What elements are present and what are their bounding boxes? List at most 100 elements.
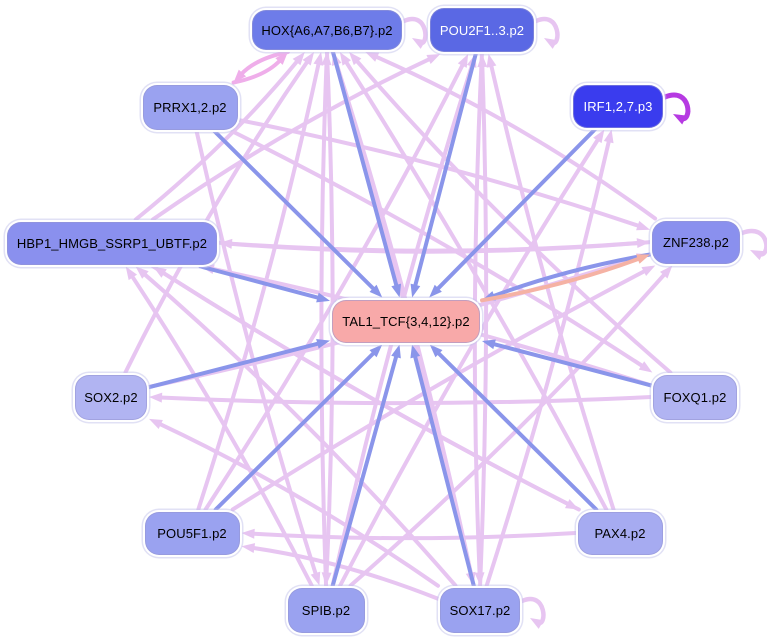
edge-foxq1-sox2-arrowhead <box>149 392 163 403</box>
edge-hbp1-pou2f <box>150 56 433 222</box>
edge-hbp1-pou2f-arrowhead <box>426 54 441 65</box>
graph-node-znf[interactable]: ZNF238.p2 <box>652 220 740 264</box>
edge-pax4-hbp1-arrowhead <box>153 266 167 278</box>
edge-hbp1-tal <box>198 264 322 301</box>
graph-node-tal[interactable]: TAL1_TCF{3,4,12}.p2 <box>332 299 480 343</box>
edge-hox-prrx-arrowhead <box>233 69 247 83</box>
edge-hox-tal <box>330 50 399 289</box>
edge-sox17-tal-arrowhead <box>410 344 421 359</box>
edge-spib-znf-arrowhead <box>659 265 673 279</box>
edge-sox2-hox-arrowhead <box>302 52 315 66</box>
graph-node-foxq1[interactable]: FOXQ1.p2 <box>653 374 737 420</box>
self-loop-sox17 <box>519 596 546 626</box>
edge-sox2-znf-arrowhead <box>636 253 650 263</box>
edge-hox-spib-arrowhead <box>321 572 332 586</box>
edge-hbp1-pax4-arrowhead <box>564 499 579 510</box>
edge-spib-hbp1-arrowhead <box>125 266 138 281</box>
graph-node-irf[interactable]: IRF1,2,7.p3 <box>573 84 663 128</box>
node-label: ZNF238.p2 <box>663 234 729 250</box>
graph-node-pax4[interactable]: PAX4.p2 <box>577 511 663 555</box>
edge-sox17-pou2f <box>478 62 489 588</box>
edge-prrx-spib-arrowhead <box>310 571 321 586</box>
node-label: PAX4.p2 <box>594 525 646 541</box>
edge-pou5f1-tal-arrowhead <box>369 344 383 358</box>
edge-hox-tal-arrowhead <box>391 283 402 298</box>
edge-pou2f-tal <box>412 52 478 289</box>
edge-prrx-tal-arrowhead <box>369 284 383 298</box>
edge-sox2-tal <box>147 341 322 390</box>
edge-znf-hbp1-arrowhead <box>219 238 233 249</box>
edge-irf-tal <box>434 127 597 292</box>
edge-prrx-hox-arrowhead <box>275 52 288 65</box>
node-label: SOX17.p2 <box>449 602 511 618</box>
edge-pax4-pou2f-arrowhead <box>486 54 497 68</box>
edge-pax4-tal <box>435 350 599 512</box>
edge-hbp1-znf-arrowhead <box>636 238 650 249</box>
edge-spib-tal <box>330 353 399 588</box>
edge-pax4-pou5f1-arrowhead <box>241 528 255 539</box>
node-label: SOX2.p2 <box>84 389 138 405</box>
edge-pou5f1-pou2f-arrowhead <box>457 54 469 68</box>
edge-sox17-pou2f-arrowhead <box>477 54 488 68</box>
edge-pou2f-tal-arrowhead <box>410 283 421 298</box>
edge-foxq1-hox-arrowhead <box>349 52 362 66</box>
node-label: HOX{A6,A7,B6,B7}.p2 <box>261 22 393 38</box>
edge-hox-sox17-arrowhead <box>465 571 476 586</box>
edge-pax4-pou5f1 <box>250 531 578 541</box>
edge-znf-hbp1 <box>227 240 652 254</box>
self-loop-hox <box>401 16 428 46</box>
self-loop-sox17-arrowhead <box>530 618 544 629</box>
edge-hbp1-hox-arrowhead <box>292 52 305 66</box>
edge-sox17-hox-arrowhead <box>331 52 342 66</box>
graph-node-pou2f[interactable]: POU2F1..3.p2 <box>430 8 534 52</box>
edge-pax4-tal-arrowhead <box>429 344 443 358</box>
self-loop-hox-arrowhead <box>412 38 426 49</box>
edge-pou5f1-pou2f <box>203 61 466 512</box>
edge-foxq1-hbp1-arrowhead <box>200 264 215 275</box>
graph-node-sox17[interactable]: SOX17.p2 <box>440 587 520 633</box>
self-loop-pou2f-arrowhead <box>544 38 558 49</box>
edge-znf-hox <box>373 54 658 221</box>
edge-prrx-znf <box>237 118 642 229</box>
edge-sox17-sox2-arrowhead <box>149 418 163 429</box>
edge-prrx-spib <box>194 129 319 578</box>
edge-tal-znf-arrowhead <box>636 254 650 264</box>
node-label: HBP1_HMGB_SSRP1_UBTF.p2 <box>16 235 208 251</box>
edge-foxq1-tal <box>490 341 653 388</box>
self-loop-znf-arrowhead <box>750 250 764 261</box>
graph-node-spib[interactable]: SPIB.p2 <box>287 587 365 633</box>
edge-spib-irf-arrowhead <box>593 129 605 144</box>
graph-node-sox2[interactable]: SOX2.p2 <box>75 374 147 420</box>
edge-pax4-hox-arrowhead <box>339 52 352 66</box>
node-label: IRF1,2,7.p3 <box>583 98 653 114</box>
self-loop-pou2f <box>533 16 560 46</box>
edge-pou5f1-tal <box>213 350 377 512</box>
edge-sox17-tal <box>412 353 476 588</box>
edge-foxq1-sox2 <box>157 395 653 406</box>
edge-znf-tal <box>490 252 652 299</box>
edge-foxq1-tal-arrowhead <box>482 339 496 350</box>
edge-sox17-sox2 <box>156 421 440 588</box>
self-loop-irf-arrowhead <box>673 114 687 125</box>
edge-prrx-foxq1-arrowhead <box>638 361 653 373</box>
edge-pou5f1-hox-arrowhead <box>313 52 324 66</box>
edge-hox-prrx <box>239 50 290 77</box>
edge-pou2f-sox17-arrowhead <box>474 572 485 586</box>
self-loop-irf <box>662 92 691 122</box>
graph-node-prrx[interactable]: PRRX1,2.p2 <box>142 84 238 130</box>
graph-node-hbp1[interactable]: HBP1_HMGB_SSRP1_UBTF.p2 <box>7 221 217 265</box>
edge-sox17-pou5f1-arrowhead <box>241 543 256 554</box>
edge-hbp1-znf <box>217 240 642 253</box>
edge-spib-pou2f-arrowhead <box>466 54 477 68</box>
edge-pou5f1-znf-arrowhead <box>641 265 656 276</box>
node-label: PRRX1,2.p2 <box>153 99 227 115</box>
edge-pou5f1-hox <box>196 60 321 512</box>
node-label: TAL1_TCF{3,4,12}.p2 <box>342 313 470 329</box>
edge-spib-hox <box>319 60 329 588</box>
edge-znf-hox-arrowhead <box>365 52 380 62</box>
graph-node-pou5f1[interactable]: POU5F1.p2 <box>144 511 240 555</box>
edge-tal-znf <box>480 256 642 303</box>
edge-znf-tal-arrowhead <box>482 291 496 301</box>
graph-node-hox[interactable]: HOX{A6,A7,B6,B7}.p2 <box>252 10 402 50</box>
